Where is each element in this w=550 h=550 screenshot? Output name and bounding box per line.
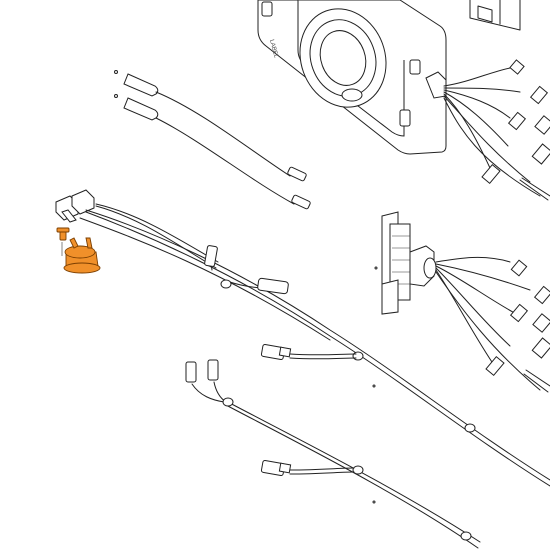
highlighted-thermostat-part[interactable] (56, 227, 101, 274)
sensor-probe-2[interactable] (114, 94, 311, 210)
mounting-bracket (469, 0, 521, 31)
connector-block[interactable] (374, 211, 437, 315)
harness-plug-mid[interactable] (260, 343, 357, 361)
module-window (299, 8, 387, 108)
sensor-probe-1[interactable] (114, 70, 307, 182)
module-harness-lower[interactable] (372, 256, 550, 393)
module-label: LABEL (268, 39, 279, 59)
lower-harness[interactable] (185, 359, 481, 549)
main-harness[interactable] (79, 203, 550, 487)
module-harness-upper[interactable] (443, 59, 550, 201)
control-module-housing[interactable]: LABEL (257, 0, 447, 155)
main-harness-connectors[interactable] (55, 189, 95, 223)
